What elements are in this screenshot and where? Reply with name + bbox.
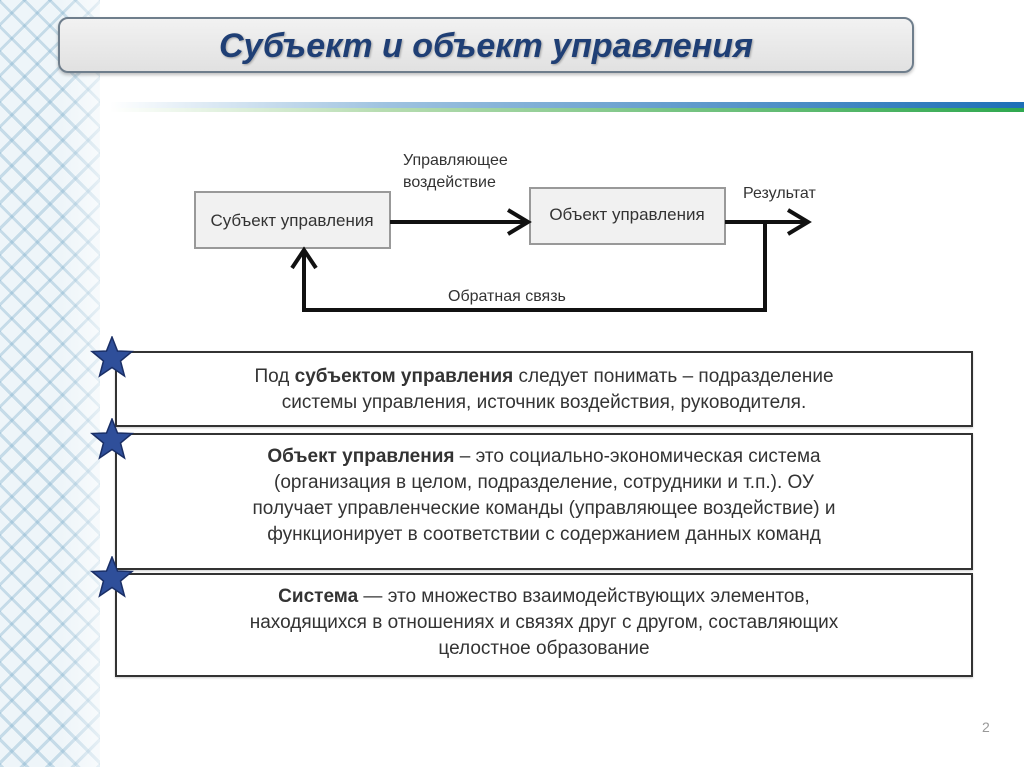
subject-box: [194, 191, 391, 249]
feedback-label: Обратная связь: [448, 288, 566, 305]
result-label: Результат: [743, 185, 816, 202]
definition-system: Система — это множество взаимодействующи…: [115, 573, 973, 677]
definition-text: следует понимать – подразделение: [513, 366, 834, 387]
definition-term: субъектом управления: [294, 366, 514, 387]
definition-term: Система: [278, 586, 359, 607]
result-arrowhead: [786, 208, 812, 236]
page-number: 2: [982, 719, 990, 735]
definition-term: Объект управления: [267, 446, 455, 467]
action-label-line1: Управляющее: [403, 152, 508, 169]
object-label: Объект управления: [549, 205, 704, 224]
definition-text: – это социально-экономическая система: [454, 446, 821, 467]
action-arrowhead: [506, 208, 532, 236]
star-icon: [90, 336, 134, 378]
definition-object: Объект управления – это социально-эконом…: [115, 433, 973, 570]
blue-stripe: [110, 102, 1024, 108]
subject-label: Субъект управления: [210, 211, 373, 230]
definition-text: целостное образование: [438, 638, 650, 659]
star-icon: [90, 418, 134, 460]
definition-text: (организация в целом, подразделение, сот…: [274, 472, 814, 493]
star-icon: [90, 556, 134, 598]
feedback-arrowhead: [290, 246, 318, 270]
definition-text: функционирует в соответствии с содержани…: [267, 524, 821, 545]
slide-title: Субъект и объект управления: [218, 27, 754, 65]
action-label-line2: воздействие: [403, 174, 496, 191]
control-diagram: Субъект управления Объект управления Упр…: [194, 152, 816, 312]
object-box: [529, 187, 726, 245]
feedback-line: [302, 222, 767, 312]
definition-text: системы управления, источник воздействия…: [281, 392, 807, 413]
green-stripe: [110, 108, 1024, 112]
title-box: Субъект и объект управления: [58, 17, 914, 73]
definition-text: — это множество взаимодействующих элемен…: [358, 586, 810, 607]
definition-text: получает управленческие команды (управля…: [252, 498, 836, 519]
definition-prefix: Под: [254, 366, 295, 387]
definition-subject: Под субъектом управления следует понимат…: [115, 351, 973, 427]
definition-text: находящихся в отношениях и связях друг с…: [249, 612, 839, 633]
